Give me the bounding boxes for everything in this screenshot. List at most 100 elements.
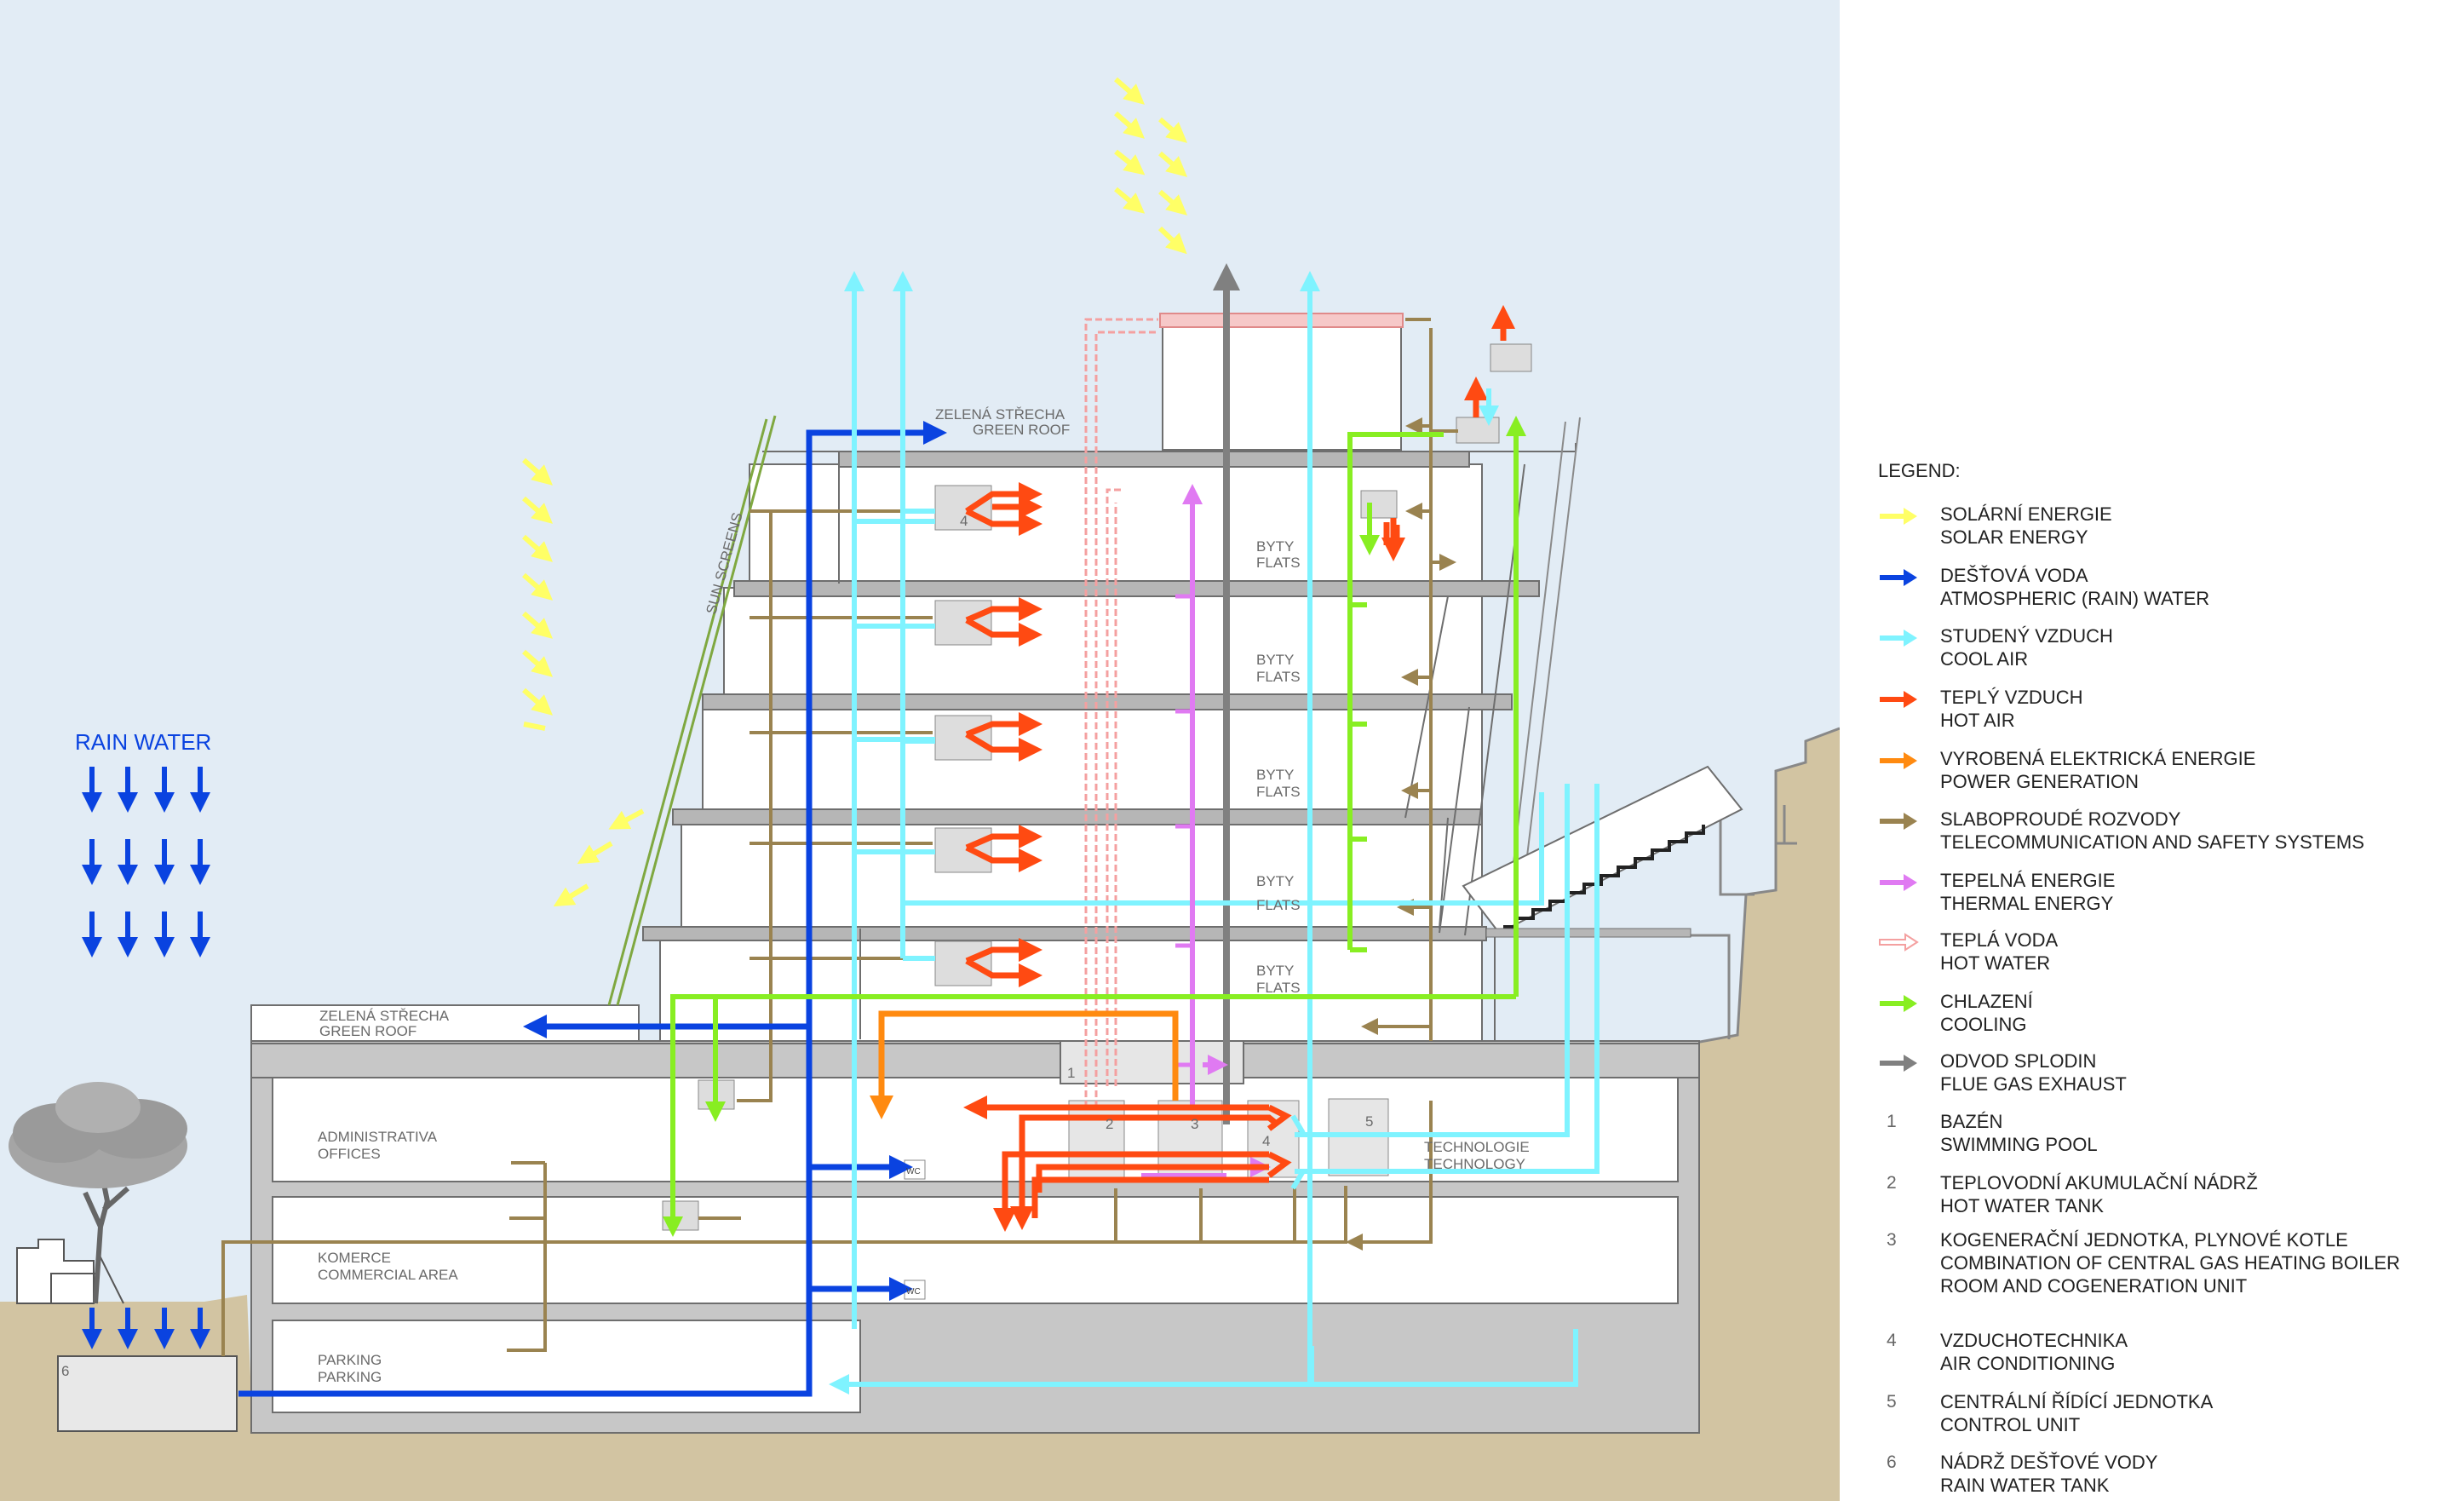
legend-line-cz: TEPLÁ VODA	[1940, 929, 2059, 951]
section-drawing: RAIN WATER ZELENÁ STŘECHA GREEN ROOF ZEL…	[0, 0, 1840, 1501]
legend-line-cz: BAZÉN	[1940, 1111, 2003, 1132]
commerce-cz: KOMERCE	[318, 1250, 391, 1266]
legend-line-cz: DEŠŤOVÁ VODA	[1940, 565, 2088, 586]
ground-outline	[1690, 727, 1840, 1045]
legend-arrow-icon	[1880, 569, 1917, 586]
flats-en-4: FLATS	[1256, 669, 1301, 685]
legend-line-cz: VZDUCHOTECHNIKA	[1940, 1330, 2128, 1351]
flats-cz-1: BYTY	[1256, 963, 1294, 979]
parking-cz: PARKING	[318, 1352, 382, 1368]
flats-cz-2: BYTY	[1256, 873, 1294, 889]
legend-line-cz: KOGENERAČNÍ JEDNOTKA, PLYNOVÉ KOTLE	[1940, 1229, 2348, 1251]
legend-line-cz: TEPLÝ VZDUCH	[1940, 687, 2083, 708]
legend-line-en: ATMOSPHERIC (RAIN) WATER	[1940, 588, 2210, 609]
retaining-wall	[1640, 801, 1797, 1039]
tech-cz: TECHNOLOGIE	[1424, 1139, 1530, 1155]
green-roof-low-en: GREEN ROOF	[319, 1023, 416, 1039]
stair-canopy	[1462, 765, 1743, 935]
legend-arrow-icon	[1880, 1055, 1917, 1072]
num-2: 2	[1106, 1116, 1113, 1132]
legend-number: 1	[1887, 1112, 1897, 1131]
flats-en-2: FLATS	[1256, 897, 1301, 913]
flats-en-3: FLATS	[1256, 784, 1301, 800]
flats-cz-4: BYTY	[1256, 652, 1294, 668]
legend-arrow-icon	[1880, 995, 1917, 1012]
power-line	[870, 1010, 1179, 1119]
legend-arrow-icon	[1880, 508, 1917, 525]
num-4b: 4	[1262, 1133, 1270, 1149]
legend-line-en: HOT WATER	[1940, 952, 2051, 974]
legend-arrow-icon	[1879, 933, 1919, 952]
legend-line-en: CONTROL UNIT	[1940, 1414, 2081, 1435]
rain-water-tank	[57, 1355, 238, 1432]
legend-arrow-icon	[1880, 874, 1917, 891]
num-5: 5	[1365, 1113, 1373, 1130]
thermal-ticks	[1175, 594, 1192, 1067]
cooling-lines	[663, 416, 1526, 1237]
legend-number: 4	[1887, 1331, 1897, 1350]
flats-cz-5: BYTY	[1256, 538, 1294, 555]
legend-arrow-icon	[1880, 630, 1917, 647]
parking-floor	[272, 1320, 861, 1413]
legend-line-cz: STUDENÝ VZDUCH	[1940, 625, 2113, 647]
flats-floor-2	[681, 817, 1483, 929]
hot-water-line	[1084, 318, 1158, 1107]
flats-floor-3	[702, 702, 1483, 814]
rain-water-title: RAIN WATER	[75, 729, 211, 755]
legend-arrow-icon	[1880, 691, 1917, 708]
flats-en-1: FLATS	[1256, 980, 1301, 996]
legend-line-cz: TEPLOVODNÍ AKUMULAČNÍ NÁDRŽ	[1940, 1172, 2258, 1193]
admin-floor	[272, 1074, 1679, 1182]
legend-title: LEGEND:	[1878, 460, 1961, 481]
legend-line-cz: ODVOD SPLODIN	[1940, 1050, 2097, 1072]
flats-cz-3: BYTY	[1256, 767, 1294, 783]
legend-line-en: COMBINATION OF CENTRAL GAS HEATING BOILE…	[1940, 1252, 2400, 1274]
telecom-arrows	[1346, 417, 1456, 1251]
roof-box	[1162, 325, 1402, 451]
low-green-roof	[250, 1004, 640, 1042]
legend-line-en: THERMAL ENERGY	[1940, 893, 2114, 914]
legend-line-cz: VYROBENÁ ELEKTRICKÁ ENERGIE	[1940, 748, 2256, 769]
legend-line-cz: SOLÁRNÍ ENERGIE	[1940, 503, 2112, 525]
legend-number: 3	[1887, 1230, 1897, 1250]
wc-label-2: WC	[906, 1287, 921, 1297]
solar-panel	[1159, 313, 1404, 328]
legend-line-cz: CENTRÁLNÍ ŘÍDÍCÍ JEDNOTKA	[1940, 1391, 2214, 1412]
commerce-en: COMMERCIAL AREA	[318, 1267, 458, 1283]
stair-landing	[1485, 928, 1691, 938]
legend-number: 2	[1887, 1173, 1897, 1193]
tech-en: TECHNOLOGY	[1424, 1156, 1525, 1172]
podium-roof-slab	[250, 1043, 1061, 1078]
num-4a: 4	[960, 513, 968, 529]
num-3: 3	[1191, 1116, 1198, 1132]
admin-en: OFFICES	[318, 1146, 381, 1162]
legend-line-en2: ROOM AND COGENERATION UNIT	[1940, 1275, 2248, 1297]
commerce-floor	[272, 1196, 1679, 1304]
rain-arrows	[82, 767, 210, 1349]
wc-label-1: WC	[906, 1167, 921, 1176]
green-roof-low-cz: ZELENÁ STŘECHA	[319, 1008, 450, 1024]
legend-arrow-icon	[1880, 752, 1917, 769]
hot-air-lines	[963, 305, 1515, 1232]
legend-line-en: RAIN WATER TANK	[1940, 1475, 2110, 1496]
slab-2	[672, 808, 1483, 825]
stairs	[1503, 825, 1705, 929]
slab-4	[733, 580, 1540, 597]
legend-arrow-icon	[1880, 813, 1917, 830]
sun-screens-slope	[607, 415, 777, 1006]
legend-number: 6	[1887, 1452, 1897, 1472]
legend-line-en: FLUE GAS EXHAUST	[1940, 1073, 2127, 1095]
legend-line-cz: CHLAZENÍ	[1940, 991, 2033, 1012]
green-roof-top-en: GREEN ROOF	[973, 422, 1070, 438]
green-roof-top-cz: ZELENÁ STŘECHA	[935, 406, 1065, 423]
